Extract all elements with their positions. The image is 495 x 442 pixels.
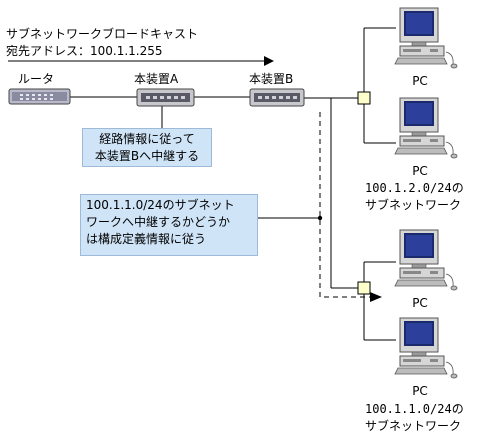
- backbone-links: [70, 96, 358, 128]
- device-a: [136, 88, 195, 107]
- pc-icon-3: [394, 229, 458, 291]
- router-label: ルータ: [18, 72, 55, 86]
- pc-label-2: PC: [412, 164, 428, 178]
- lower-hub: [357, 281, 371, 295]
- upper-subnet-links: [363, 27, 396, 144]
- broadcast-line2: 宛先アドレス：100.1.1.255: [6, 44, 163, 58]
- upper-subnet-line1: 100.1.2.0/24の: [365, 181, 464, 195]
- pc-label-4: PC: [412, 384, 428, 398]
- router-device: [8, 88, 71, 105]
- device-a-label: 本装置A: [134, 72, 179, 86]
- pc-label-1: PC: [412, 74, 428, 88]
- routing-note: 経路情報に従って 本装置Bへ中継する: [82, 128, 212, 167]
- routing-note-line1: 経路情報に従って: [99, 132, 195, 146]
- config-note: 100.1.1.0/24のサブネット ワークへ中継するかどうか は構成定義情報に…: [80, 194, 258, 256]
- pc-icon-4: [394, 317, 458, 379]
- device-b: [249, 88, 305, 107]
- routing-note-line2: 本装置Bへ中継する: [94, 149, 200, 163]
- upper-hub: [357, 91, 371, 105]
- pc-icon-2: [394, 97, 458, 159]
- lower-subnet-links: [330, 98, 396, 341]
- forward-dashed-arrow: [319, 112, 382, 302]
- config-note-line3: は構成定義情報に従う: [86, 232, 207, 246]
- broadcast-arrow: [8, 56, 274, 66]
- pc-label-3: PC: [412, 296, 428, 310]
- broadcast-line1: サブネットワークブロードキャスト: [6, 27, 199, 41]
- lower-subnet-line2: サブネットワーク: [365, 419, 462, 433]
- upper-subnet-line2: サブネットワーク: [365, 198, 462, 212]
- device-b-label: 本装置B: [249, 72, 294, 86]
- config-note-line1: 100.1.1.0/24のサブネット: [86, 198, 235, 212]
- config-note-line2: ワークへ中継するかどうか: [86, 215, 231, 229]
- lower-subnet-line1: 100.1.1.0/24の: [365, 402, 464, 416]
- pc-icon-1: [394, 7, 458, 69]
